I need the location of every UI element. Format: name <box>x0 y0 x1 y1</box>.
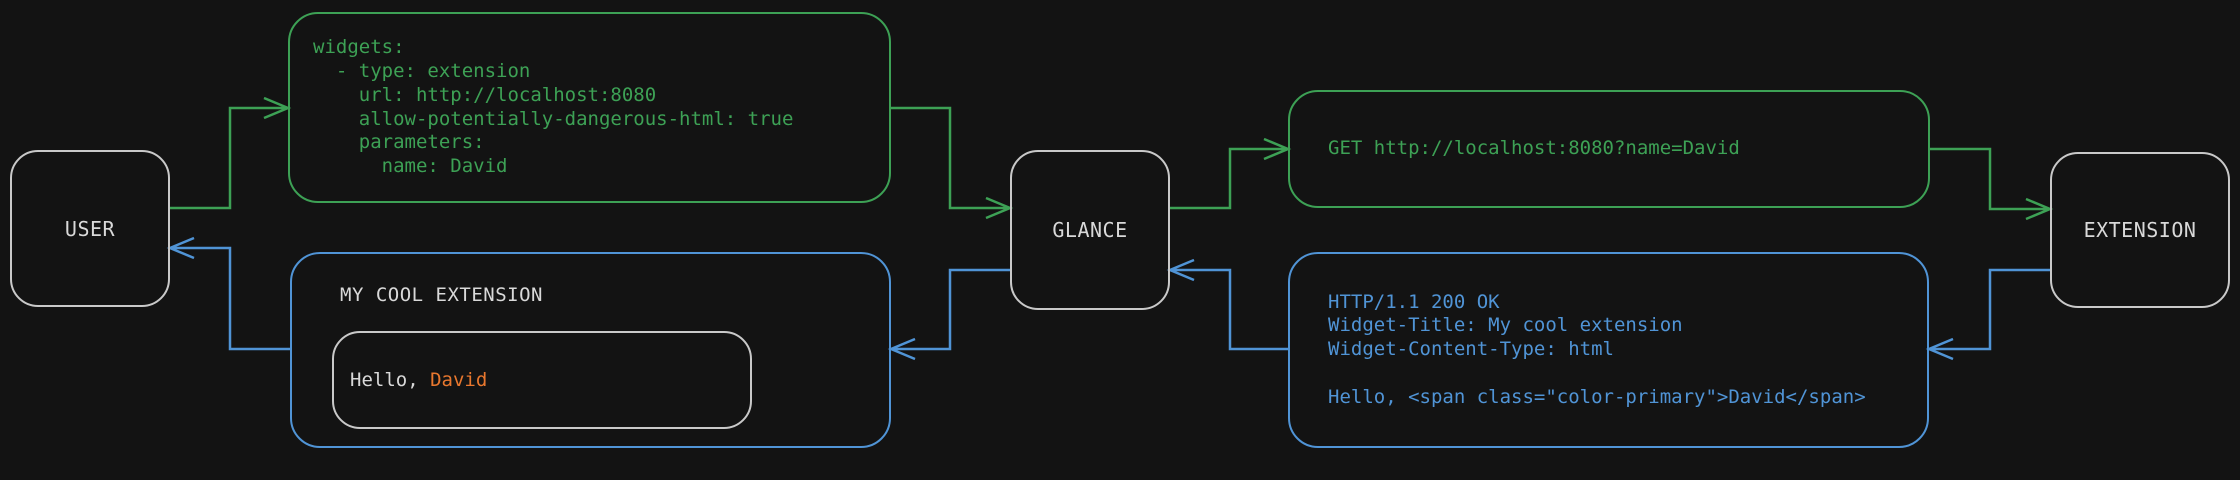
arrow-config-to-glance <box>891 106 1014 220</box>
arrow-user-to-config <box>170 96 292 210</box>
widget-title: MY COOL EXTENSION <box>340 284 543 306</box>
arrow-request-to-extension <box>1930 147 2054 221</box>
glance-node-label: GLANCE <box>1052 218 1128 242</box>
http-response-text: HTTP/1.1 200 OK Widget-Title: My cool ex… <box>1328 290 1866 408</box>
widget-greeting-box: Hello, David <box>332 331 752 429</box>
glance-node: GLANCE <box>1010 150 1170 310</box>
extension-node-label: EXTENSION <box>2083 218 2197 242</box>
extension-node: EXTENSION <box>2050 152 2230 308</box>
arrow-extension-to-response <box>1925 268 2050 361</box>
config-yaml-box: widgets: - type: extension url: http://l… <box>288 12 891 203</box>
http-response-box: HTTP/1.1 200 OK Widget-Title: My cool ex… <box>1288 252 1929 448</box>
http-request-text: GET http://localhost:8080?name=David <box>1328 137 1740 160</box>
arrow-widget-to-user <box>166 236 290 351</box>
arrow-glance-to-widget <box>887 268 1010 361</box>
http-request-box: GET http://localhost:8080?name=David <box>1288 90 1930 208</box>
arrow-response-to-glance <box>1166 258 1288 351</box>
arrow-glance-to-request <box>1170 137 1292 210</box>
config-yaml-text: widgets: - type: extension url: http://l… <box>313 36 794 178</box>
user-node-label: USER <box>64 216 116 241</box>
user-node: USER <box>10 150 170 307</box>
greeting-prefix: Hello, <box>350 369 431 391</box>
greeting-name: David <box>430 369 488 391</box>
rendered-widget-box: MY COOL EXTENSION Hello, David <box>290 252 891 448</box>
